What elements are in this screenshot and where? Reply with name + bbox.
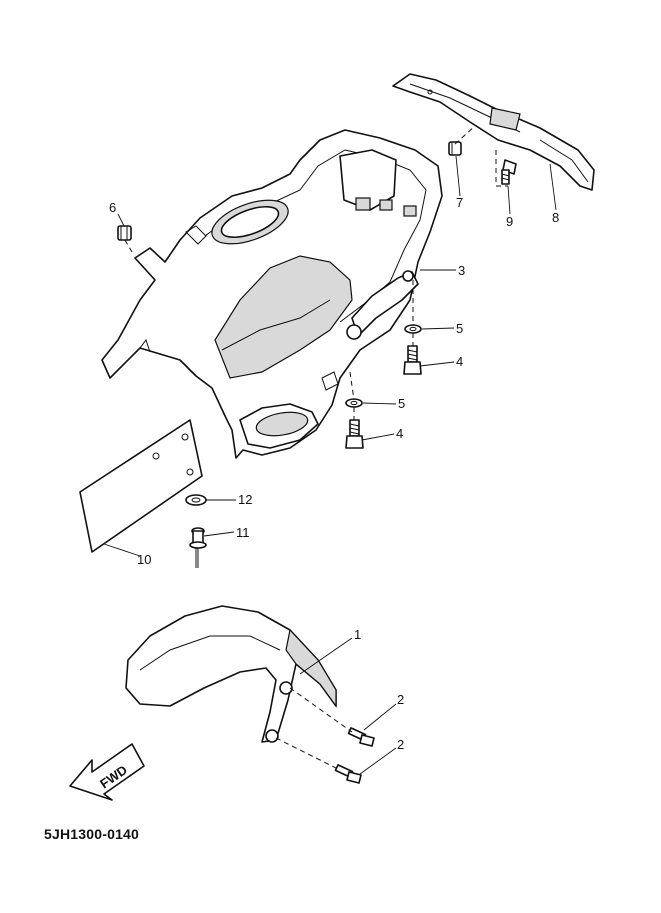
part-8-rear-cover — [392, 73, 595, 191]
callout-4-lower: 4 — [396, 426, 403, 441]
callout-5-upper: 5 — [456, 321, 463, 336]
part-11-rivet — [189, 527, 207, 568]
callout-6: 6 — [109, 200, 116, 215]
part-2-screw-upper — [347, 727, 375, 747]
leader-lines — [103, 155, 557, 775]
assembly-lines — [124, 125, 508, 771]
part-3-body-cover — [101, 129, 443, 459]
callout-11: 11 — [236, 525, 250, 540]
fwd-arrow-icon: FWD — [69, 743, 145, 801]
callout-10: 10 — [137, 552, 151, 567]
callout-2-lower: 2 — [397, 737, 404, 752]
callout-9: 9 — [506, 214, 513, 229]
part-10-mud-flap — [79, 419, 203, 553]
part-4-bolt-upper — [403, 345, 422, 375]
callout-5-lower: 5 — [398, 396, 405, 411]
part-5-washer-upper — [404, 324, 422, 334]
part-6-clip — [117, 225, 132, 241]
callout-12: 12 — [238, 492, 252, 507]
callout-7: 7 — [456, 195, 463, 210]
callout-3: 3 — [458, 263, 465, 278]
part-4-bolt-lower — [345, 419, 364, 449]
part-9-bolt — [501, 159, 517, 185]
part-2-screw-lower — [334, 764, 362, 784]
part-7-clip-nut — [448, 141, 462, 156]
callout-1: 1 — [354, 627, 361, 642]
callout-2-upper: 2 — [397, 692, 404, 707]
callout-labels: 1 2 2 3 4 4 5 5 6 7 8 9 10 11 12 — [109, 195, 559, 752]
figure-code: 5JH1300-0140 — [44, 826, 140, 842]
part-1-front-fender — [125, 605, 337, 743]
callout-8: 8 — [552, 210, 559, 225]
part-5-washer-lower — [345, 398, 363, 408]
callout-4-upper: 4 — [456, 354, 463, 369]
part-12-washer — [185, 494, 207, 506]
